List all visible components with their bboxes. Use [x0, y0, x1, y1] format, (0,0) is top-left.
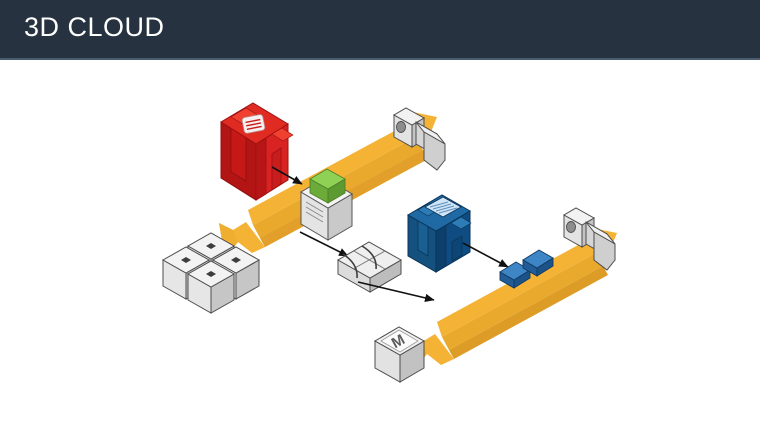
blue-tile-back [522, 249, 554, 277]
keyboard-key-m: M [373, 326, 426, 383]
red-server-block [220, 102, 294, 201]
connector-band-to-slab [299, 231, 349, 257]
blue-tile-pair [499, 249, 554, 289]
diagram-canvas: M [0, 60, 760, 428]
cube-front [186, 260, 236, 314]
connector-blue-to-tiles [462, 242, 509, 268]
gray-cube-cluster [161, 232, 261, 314]
header-bar [0, 0, 760, 58]
green-top-box [300, 168, 353, 241]
connector-slab-to-key [357, 281, 435, 302]
gray-center-slab [336, 241, 403, 293]
isometric-diagram: M [161, 102, 617, 383]
blue-data-block [407, 194, 472, 273]
page-title: 3D CLOUD [24, 12, 165, 42]
connector-red-to-green [271, 166, 303, 185]
camera-icon-lower [562, 207, 616, 271]
header-divider [0, 58, 760, 60]
blue-tile-front [499, 261, 531, 289]
camera-icon-upper [392, 107, 446, 171]
